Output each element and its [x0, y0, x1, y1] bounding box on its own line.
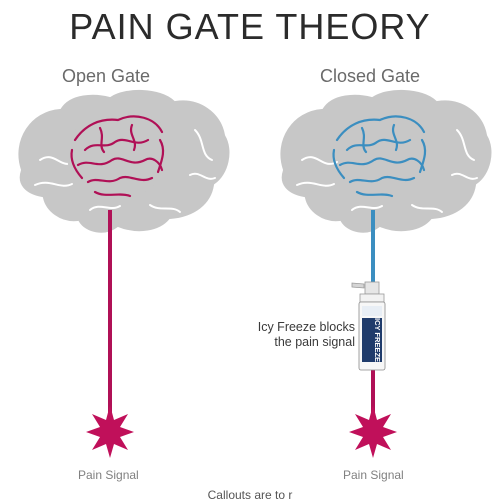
closed-gate-heading: Closed Gate: [320, 66, 421, 86]
right-pain-signal-label: Pain Signal: [343, 468, 404, 482]
bottle-label-text: ICY FREEZE: [373, 318, 382, 362]
callout-line-1: Icy Freeze blocks: [257, 320, 355, 334]
callout-line-2: the pain signal: [274, 335, 355, 349]
icy-freeze-bottle: ICY FREEZE: [351, 281, 386, 371]
left-brain: [16, 87, 232, 458]
left-pain-burst: [86, 405, 134, 458]
right-pain-burst: [349, 405, 397, 458]
page-title: PAIN GATE THEORY: [69, 6, 431, 47]
product-callout: Icy Freeze blocks the pain signal: [240, 320, 355, 350]
left-active-region: [67, 112, 170, 200]
right-brain-shape: [278, 87, 494, 235]
right-brain: [278, 87, 494, 235]
open-gate-heading: Open Gate: [62, 66, 151, 86]
left-pain-signal-label: Pain Signal: [78, 468, 139, 482]
footer-text: Callouts are to r: [207, 488, 293, 502]
